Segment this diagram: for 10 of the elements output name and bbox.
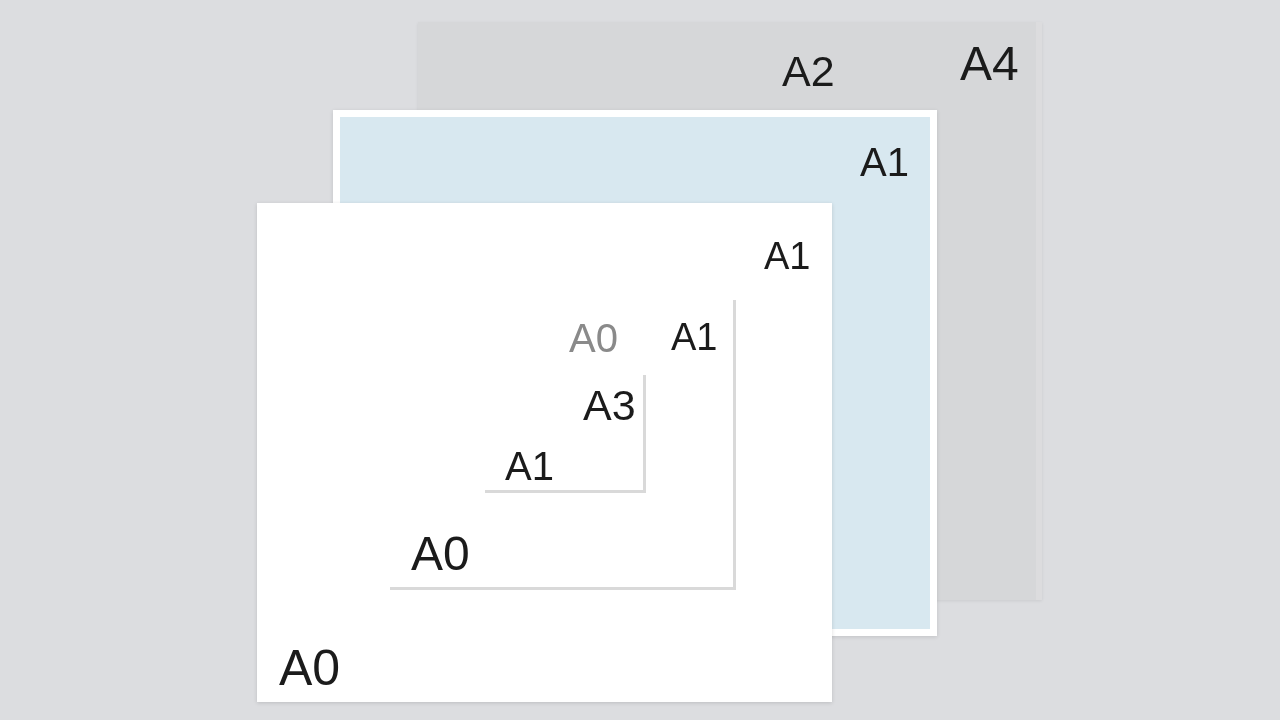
sheet-size-label: A0 xyxy=(569,318,618,358)
sheet-size-label: A2 xyxy=(782,50,835,93)
sheet-size-label: A0 xyxy=(411,530,470,578)
sheet-size-label: A4 xyxy=(960,40,1019,88)
sheet-size-label: A1 xyxy=(671,318,718,356)
sheet-size-label: A1 xyxy=(764,237,811,275)
sheet-size-label: A0 xyxy=(279,643,341,693)
sheet-size-label: A3 xyxy=(583,384,636,427)
sheet-size-label: A1 xyxy=(505,446,554,486)
sheet-size-label: A1 xyxy=(860,142,909,182)
